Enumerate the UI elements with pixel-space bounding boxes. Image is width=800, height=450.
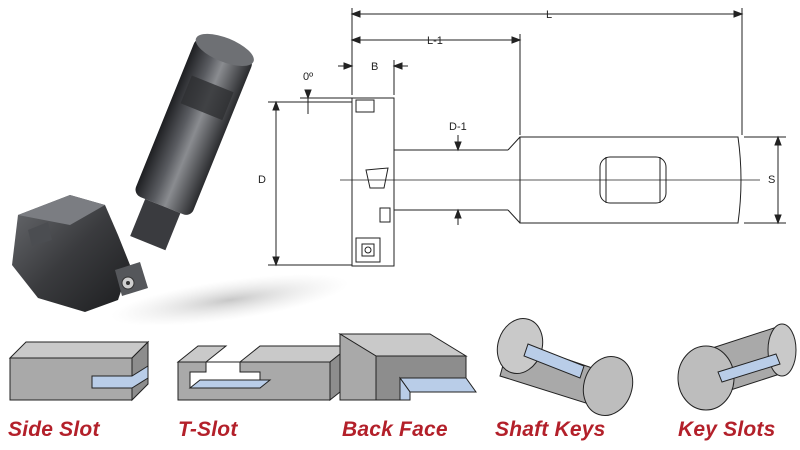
tool-render [12,33,349,326]
caption-side-slot: Side Slot [8,418,100,441]
tool-cutter-head [12,195,148,312]
dim-label-l: L [546,9,552,21]
dim-label-s: S [768,174,775,186]
key-slots-illustration [677,323,797,411]
side-slot-illustration [8,340,150,402]
t-slot-illustration [176,344,352,402]
back-face-illustration [338,333,477,401]
dim-label-d1: D-1 [449,121,467,133]
shaft-keys-illustration [496,318,634,416]
caption-key-slots: Key Slots [678,418,776,441]
dim-label-l1: L-1 [427,35,443,47]
caption-shaft-keys: Shaft Keys [495,418,606,441]
caption-back-face: Back Face [342,418,448,441]
dim-label-d: D [258,174,266,186]
dim-label-angle: 0º [303,71,313,83]
technical-drawing [268,8,786,267]
dim-label-b: B [371,61,378,73]
tool-shank [130,33,254,251]
tool-shadow [111,274,349,326]
caption-t-slot: T-Slot [178,418,238,441]
